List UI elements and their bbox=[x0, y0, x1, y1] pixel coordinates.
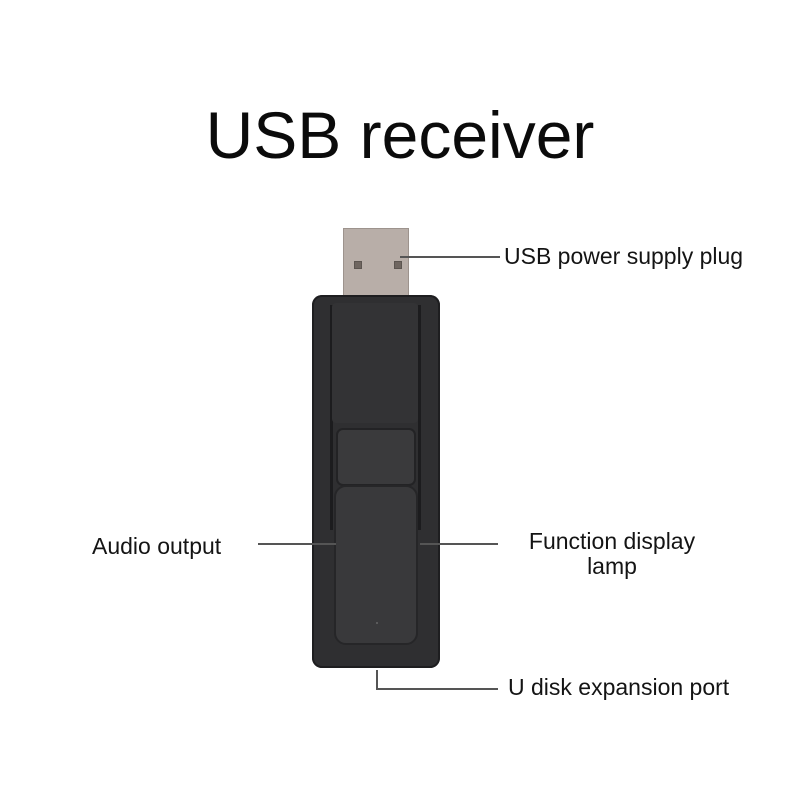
label-function-display-line2: lamp bbox=[587, 553, 637, 579]
lower-panel bbox=[334, 485, 418, 645]
usb-plug bbox=[343, 228, 409, 300]
function-button bbox=[336, 428, 416, 486]
indicator-led bbox=[376, 622, 378, 624]
leader-line-audio-output bbox=[258, 543, 336, 545]
diagram-title: USB receiver bbox=[205, 98, 595, 172]
leader-line-u-disk-horizontal bbox=[376, 688, 498, 690]
device-body bbox=[312, 295, 440, 668]
label-audio-output: Audio output bbox=[92, 533, 222, 559]
leader-line-function-lamp bbox=[420, 543, 498, 545]
plug-contact-hole-right bbox=[394, 261, 402, 269]
label-usb-power-supply-plug: USB power supply plug bbox=[504, 243, 744, 269]
plug-contact-hole-left bbox=[354, 261, 362, 269]
left-slide-rail bbox=[330, 305, 333, 530]
right-slide-rail bbox=[418, 305, 421, 530]
label-function-display-lamp: Function display lamp bbox=[512, 529, 712, 579]
slider-cover bbox=[332, 303, 418, 423]
label-function-display-line1: Function display bbox=[528, 528, 696, 554]
leader-line-u-disk-vertical bbox=[376, 670, 378, 690]
leader-line-usb-plug bbox=[400, 256, 500, 258]
label-u-disk-expansion-port: U disk expansion port bbox=[508, 674, 730, 700]
